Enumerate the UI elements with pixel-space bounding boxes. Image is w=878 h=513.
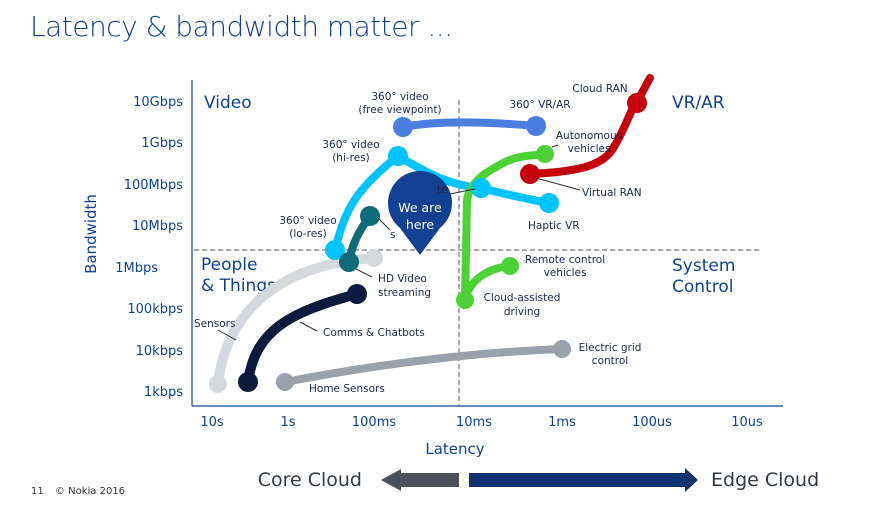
callout-free-1: 360° video bbox=[371, 91, 428, 103]
marker-text-line1: We are bbox=[398, 200, 442, 215]
leader-lines bbox=[217, 144, 581, 341]
callout-labels: Sensors Comms & Chatbots Home Sensors HD… bbox=[194, 83, 642, 395]
home-sensors-start-dot bbox=[276, 373, 294, 391]
callout-haptic-vr: Haptic VR bbox=[528, 220, 580, 232]
cloud-ran-dot bbox=[627, 93, 647, 113]
y-tick-label: 100Mbps bbox=[124, 178, 184, 193]
callout-cad-1: Cloud-assisted bbox=[484, 292, 561, 304]
free-viewpoint-dot bbox=[393, 117, 413, 137]
remote-control-dot bbox=[501, 257, 519, 275]
core-cloud-arrow-icon bbox=[381, 469, 459, 491]
callout-virtual-ran: Virtual RAN bbox=[582, 187, 642, 199]
y-tick-label: 100kbps bbox=[127, 302, 183, 317]
y-tick-label: 10Gbps bbox=[133, 95, 183, 110]
y-tick-label: 1Gbps bbox=[141, 136, 183, 151]
y-tick-label: 1kbps bbox=[144, 385, 183, 400]
leader-line bbox=[449, 188, 476, 195]
comms-start-dot bbox=[238, 372, 258, 392]
x-tick-label: 10ms bbox=[456, 415, 492, 430]
y-tick-label: 10kbps bbox=[136, 344, 184, 359]
sensors-start-dot bbox=[209, 375, 227, 393]
callout-uhd-partial: s bbox=[390, 229, 395, 241]
x-axis-label: Latency bbox=[425, 440, 484, 458]
quadrant-label-control: Control bbox=[672, 277, 733, 297]
uhd-video-dot bbox=[360, 206, 380, 226]
callout-home-sensors: Home Sensors bbox=[309, 383, 385, 395]
callout-remote-partial: te bbox=[437, 184, 448, 196]
callout-sensors: Sensors bbox=[194, 318, 235, 330]
callout-free-2: (free viewpoint) bbox=[358, 104, 441, 116]
callout-autonomous-1: Autonomous bbox=[556, 130, 622, 142]
leader-line bbox=[551, 144, 559, 148]
x-tick-label: 100ms bbox=[352, 415, 396, 430]
callout-grid-1: Electric grid bbox=[579, 342, 642, 354]
y-tick-labels: 10Gbps 1Gbps 100Mbps 10Mbps 1Mbps 100kbp… bbox=[115, 95, 183, 400]
leader-line bbox=[299, 321, 318, 332]
quadrant-label-people: People bbox=[201, 255, 257, 275]
leader-line bbox=[217, 329, 237, 341]
lores-dot bbox=[325, 240, 345, 260]
callout-comms: Comms & Chatbots bbox=[323, 327, 425, 339]
sensors-curve bbox=[213, 253, 379, 389]
callout-grid-2: control bbox=[592, 355, 628, 367]
callout-remote-1: Remote control bbox=[525, 254, 605, 266]
junction-dot bbox=[471, 178, 491, 198]
comms-end-dot bbox=[347, 284, 367, 304]
x-tick-label: 10s bbox=[200, 415, 224, 430]
callout-lores-2: (lo-res) bbox=[289, 228, 327, 240]
callout-hd-video-2: streaming bbox=[378, 287, 431, 299]
quadrant-label-system: System bbox=[672, 256, 735, 276]
y-axis-label: Bandwidth bbox=[82, 194, 100, 274]
electric-grid-end-dot bbox=[553, 340, 571, 358]
callout-lores-1: 360° video bbox=[279, 215, 336, 227]
haptic-vr-dot bbox=[539, 193, 559, 213]
y-tick-label: 10Mbps bbox=[132, 219, 183, 234]
copyright: © Nokia 2016 bbox=[54, 486, 126, 497]
we-are-here-marker: We are here bbox=[388, 171, 452, 255]
callout-cloud-ran: Cloud RAN bbox=[572, 83, 627, 95]
leader-line bbox=[355, 268, 373, 278]
callout-hd-video-1: HD Video bbox=[378, 273, 427, 285]
home-sensors-curve bbox=[281, 345, 566, 386]
sensors-end-dot bbox=[365, 249, 383, 267]
quadrant-label-video: Video bbox=[204, 93, 252, 113]
callout-cad-2: driving bbox=[504, 306, 540, 318]
free-viewpoint-curve bbox=[399, 118, 540, 131]
virtual-ran-dot bbox=[520, 164, 540, 184]
callout-autonomous-2: vehicles bbox=[568, 143, 611, 155]
hd-video-dot bbox=[339, 252, 359, 272]
callout-hires-2: (hi-res) bbox=[332, 152, 370, 164]
cloud-assisted-dot bbox=[456, 291, 474, 309]
location-pin-icon bbox=[388, 171, 452, 255]
callout-remote-2: vehicles bbox=[544, 267, 587, 279]
slide-title: Latency & bandwidth matter ... bbox=[30, 10, 453, 43]
hires-dot bbox=[388, 146, 408, 166]
core-cloud-label: Core Cloud bbox=[258, 469, 362, 491]
comms-chatbots-curve bbox=[243, 289, 362, 387]
leader-line bbox=[535, 177, 581, 191]
quadrant-label-things: & Things bbox=[201, 276, 276, 296]
edge-cloud-arrow-icon bbox=[469, 468, 698, 492]
x-tick-label: 10us bbox=[731, 415, 763, 430]
autonomous-dot bbox=[536, 145, 554, 163]
slide-footer: 11 © Nokia 2016 bbox=[31, 486, 133, 497]
vrar-dot bbox=[526, 116, 546, 136]
x-tick-label: 100us bbox=[632, 415, 672, 430]
quadrant-label-vrar: VR/AR bbox=[672, 93, 725, 113]
x-tick-labels: 10s 1s 100ms 10ms 1ms 100us 10us bbox=[200, 415, 763, 430]
curves-layer bbox=[209, 74, 654, 393]
callout-vrar: 360° VR/AR bbox=[509, 99, 570, 111]
callout-hires-1: 360° video bbox=[322, 139, 379, 151]
marker-text-line2: here bbox=[406, 217, 434, 232]
x-tick-label: 1s bbox=[280, 415, 295, 430]
page-number: 11 bbox=[31, 486, 44, 497]
leader-line bbox=[377, 217, 391, 231]
x-tick-label: 1ms bbox=[548, 415, 576, 430]
edge-cloud-label: Edge Cloud bbox=[711, 469, 819, 491]
y-tick-label: 1Mbps bbox=[115, 261, 158, 276]
